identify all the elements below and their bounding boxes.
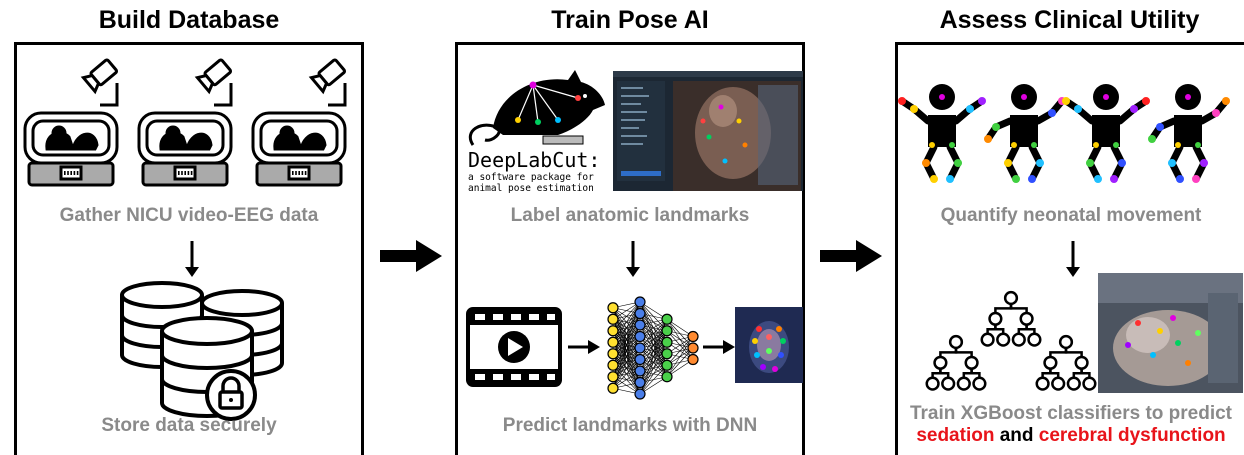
neural-network-icon xyxy=(607,296,699,400)
outcome-sedation: sedation xyxy=(916,425,995,446)
deeplabcut-tagline: a software package for animal pose estim… xyxy=(468,172,594,194)
mouse-logo-icon xyxy=(469,70,605,146)
outcome-connector: and xyxy=(994,425,1039,446)
panel-train-pose-ai: DeepLabCut: a software package for anima… xyxy=(455,42,805,455)
panel-title-assess-clinical-utility: Assess Clinical Utility xyxy=(939,6,1200,34)
arrow-right-icon xyxy=(820,240,882,272)
step-store-data: Store data securely xyxy=(101,415,277,436)
arrow-down-icon xyxy=(626,241,640,277)
video-play-icon xyxy=(466,307,562,387)
outcome-cerebral-dysfunction: cerebral dysfunction xyxy=(1038,425,1226,446)
step-gather-data: Gather NICU video-EEG data xyxy=(59,205,319,226)
arrow-right-icon xyxy=(380,240,442,272)
arrow-down-icon xyxy=(1066,241,1080,277)
deeplabcut-title: DeepLabCut: xyxy=(468,148,601,172)
step-predict-landmarks: Predict landmarks with DNN xyxy=(502,415,758,436)
step-label-landmarks: Label anatomic landmarks xyxy=(510,205,750,226)
infant-pose-icon xyxy=(898,84,1230,183)
nicu-incubators-icon xyxy=(23,58,347,187)
lock-icon xyxy=(205,369,257,421)
panel-build-database: Gather NICU video-EEG data Store data se… xyxy=(14,42,364,455)
labeling-ui-screenshot xyxy=(613,71,803,191)
decision-tree-icon xyxy=(925,290,1097,391)
nicu-pose-photo xyxy=(1098,273,1243,393)
step-train-classifiers: Train XGBoost classifiers to predict sed… xyxy=(898,403,1244,447)
panel-assess-clinical-utility: Quantify neonatal movement Train XGBoost… xyxy=(895,42,1244,455)
panel-title-train-pose-ai: Train Pose AI xyxy=(551,6,709,34)
predicted-pose-image xyxy=(735,307,803,383)
train-classifiers-outcomes: sedation and cerebral dysfunction xyxy=(898,425,1244,447)
step-quantify-movement: Quantify neonatal movement xyxy=(940,205,1202,226)
train-classifiers-line1: Train XGBoost classifiers to predict xyxy=(909,403,1233,424)
arrow-right-small-icon xyxy=(568,340,600,354)
panel-title-build-database: Build Database xyxy=(98,6,280,34)
arrow-down-icon xyxy=(185,241,199,277)
database-icon xyxy=(120,281,284,421)
arrow-right-small-icon xyxy=(703,340,735,354)
